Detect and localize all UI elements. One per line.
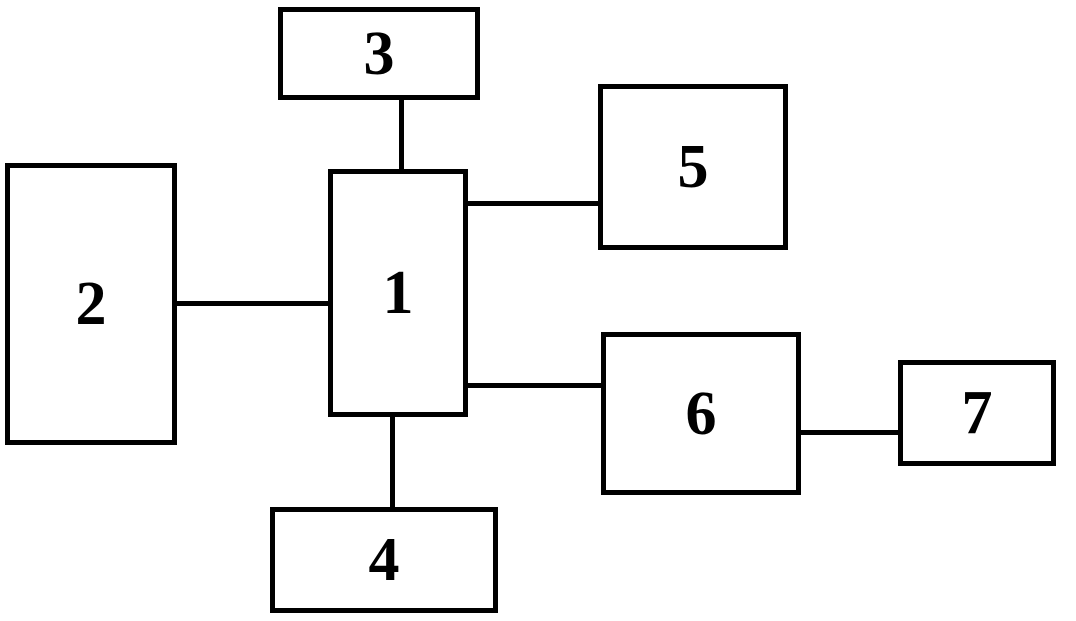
connector-line-2-1 (177, 300, 328, 306)
node-label-4: 4 (368, 526, 400, 594)
node-box-5: 5 (598, 84, 788, 250)
node-label-6: 6 (685, 379, 717, 448)
connector-line-6-7 (801, 429, 898, 435)
node-box-7: 7 (898, 360, 1056, 466)
node-label-1: 1 (382, 259, 414, 327)
node-label-7: 7 (961, 379, 993, 447)
node-box-4: 4 (270, 507, 498, 613)
connector-line-1-6 (468, 382, 601, 388)
node-label-2: 2 (75, 270, 107, 338)
connector-line-3-1 (398, 100, 404, 169)
node-label-5: 5 (677, 133, 709, 201)
node-box-1: 1 (328, 169, 468, 417)
node-box-3: 3 (278, 7, 480, 100)
connector-line-1-4 (389, 417, 395, 507)
node-box-6: 6 (601, 332, 801, 495)
node-box-2: 2 (5, 163, 177, 445)
node-label-3: 3 (363, 19, 395, 88)
connector-line-1-5 (468, 200, 598, 206)
